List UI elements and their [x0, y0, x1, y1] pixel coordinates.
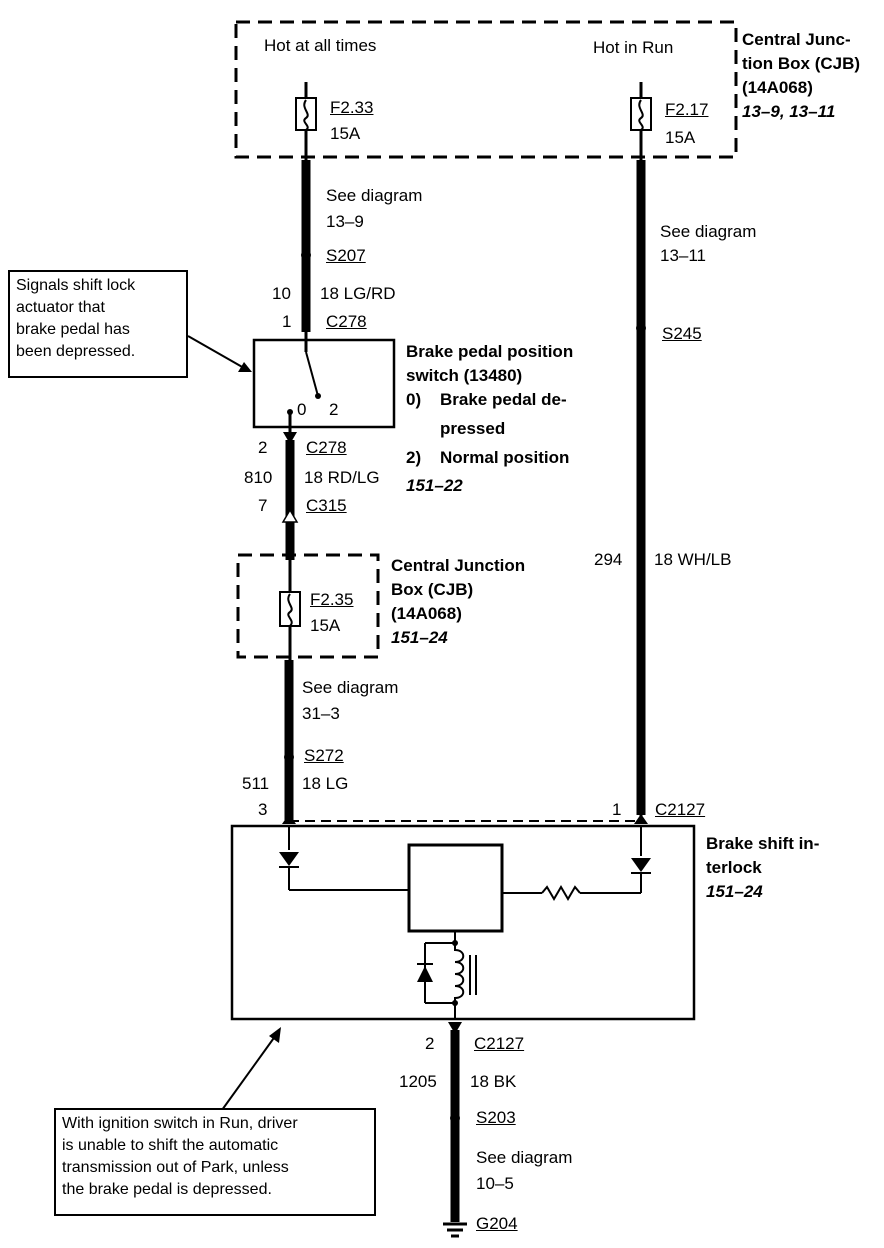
fuse-f2-33-rating: 15A — [330, 124, 361, 143]
fuse-f2-33 — [295, 82, 317, 131]
note-shift-lock: Signals shift lock actuator that brake p… — [8, 270, 188, 378]
module-title-1: Brake shift in- — [706, 834, 820, 853]
switch-ref: 151–22 — [406, 476, 463, 495]
c2127-top-label: C2127 — [655, 800, 706, 819]
fuse-f2-17-rating: 15A — [665, 128, 696, 147]
wire-18-lg-rd-label: 18 LG/RD — [320, 284, 396, 303]
module-internals — [279, 826, 651, 1019]
c2127-bottom-label: C2127 — [474, 1034, 525, 1053]
hot-in-run-label: Hot in Run — [593, 38, 674, 57]
c278-in-label: C278 — [326, 312, 367, 331]
circuit-10-label: 10 — [272, 284, 291, 303]
wire-18-bk-label: 18 BK — [470, 1072, 517, 1091]
cjb-mid-box — [236, 553, 380, 659]
module-ref: 151–24 — [706, 882, 763, 901]
see-diagram-10-5-line2: 10–5 — [476, 1174, 514, 1193]
switch-pos0-num: 0) — [406, 390, 422, 409]
see-diagram-13-11-line2: 13–11 — [660, 246, 707, 265]
c278-out-label: C278 — [306, 438, 347, 457]
fuse-f2-17 — [630, 82, 652, 131]
note-ignition-line3: transmission out of Park, unless — [62, 1159, 289, 1176]
fuse-f2-17-id: F2.17 — [665, 100, 709, 119]
cjb-top-box — [234, 20, 738, 159]
switch-pos2-line1: Normal position — [440, 448, 570, 467]
c2127-pin2-label: 2 — [425, 1034, 435, 1053]
note-ignition-line1: With ignition switch in Run, driver — [62, 1115, 298, 1132]
switch-contact-2: 2 — [329, 400, 339, 419]
wire-18-rd-lg-label: 18 RD/LG — [304, 468, 380, 487]
see-diagram-31-3-line1: See diagram — [302, 678, 399, 697]
wire-18-lg-label: 18 LG — [302, 774, 349, 793]
circuit-810-label: 810 — [244, 468, 273, 487]
cjb-mid-title-2: Box (CJB) — [391, 580, 474, 599]
circuit-294-label: 294 — [594, 550, 623, 569]
note-shift-lock-line3: brake pedal has — [16, 321, 130, 338]
see-diagram-10-5-line1: See diagram — [476, 1148, 573, 1167]
note-ignition-line2: is unable to shift the automatic — [62, 1137, 279, 1154]
note-shift-lock-line1: Signals shift lock — [16, 277, 136, 294]
note-ignition: With ignition switch in Run, driver is u… — [54, 1108, 376, 1216]
c2127-pin1-label: 1 — [612, 800, 622, 819]
connector-c2127-pin3-arrow — [282, 814, 296, 824]
fuse-f2-33-id: F2.33 — [330, 98, 374, 117]
cjb-mid-title-1: Central Junction — [391, 556, 526, 575]
switch-title-1: Brake pedal position — [406, 342, 574, 361]
c278-pin1-label: 1 — [282, 312, 292, 331]
cjb-top-title-3: (14A068) — [742, 78, 813, 97]
splice-s272-label: S272 — [304, 746, 344, 765]
cjb-top-refs: 13–9, 13–11 — [742, 102, 836, 121]
switch-contact-0: 0 — [297, 400, 307, 419]
fuse-f2-35-id: F2.35 — [310, 590, 354, 609]
see-diagram-13-9-line2: 13–9 — [326, 212, 364, 231]
c2127-pin3-label: 3 — [258, 800, 268, 819]
circuit-1205-label: 1205 — [399, 1072, 437, 1091]
connector-c2127-pin2-arrow — [448, 1022, 462, 1034]
splice-s203-label: S203 — [476, 1108, 516, 1127]
see-diagram-13-11-line1: See diagram — [660, 222, 757, 241]
module-title-2: terlock — [706, 858, 762, 877]
note-shift-lock-line2: actuator that — [16, 299, 105, 316]
switch-title-2: switch (13480) — [406, 366, 523, 385]
splice-s207-dot — [301, 250, 311, 260]
splice-s272-dot — [284, 752, 294, 762]
switch-box — [252, 338, 396, 429]
wire-18-wh-lb-label: 18 WH/LB — [654, 550, 732, 569]
fuse-f2-35-rating: 15A — [310, 616, 341, 635]
ground-symbol — [443, 1222, 467, 1238]
note-shift-lock-arrow — [187, 335, 252, 372]
splice-s207-label: S207 — [326, 246, 366, 265]
cjb-mid-ref: 151–24 — [391, 628, 448, 647]
cjb-top-title-1: Central Junc- — [742, 30, 851, 49]
see-diagram-31-3-line2: 31–3 — [302, 704, 340, 723]
splice-s245-dot — [636, 323, 646, 333]
note-ignition-line4: the brake pedal is depressed. — [62, 1181, 272, 1198]
see-diagram-13-9-line1: See diagram — [326, 186, 423, 205]
ground-g204-label: G204 — [476, 1214, 518, 1233]
switch-pos2-num: 2) — [406, 448, 422, 467]
c315-pin7-label: 7 — [258, 496, 268, 515]
circuit-511-label: 511 — [242, 774, 270, 793]
connector-c315 — [281, 508, 299, 523]
splice-s245-label: S245 — [662, 324, 702, 343]
note-ignition-arrow — [221, 1027, 281, 1111]
c315-label: C315 — [306, 496, 347, 515]
hot-at-all-times-label: Hot at all times — [264, 36, 377, 55]
switch-pos0-line2: pressed — [440, 419, 506, 438]
c278-pin2-label: 2 — [258, 438, 268, 457]
switch-pos0-line1: Brake pedal de- — [440, 390, 567, 409]
cjb-mid-title-3: (14A068) — [391, 604, 462, 623]
note-shift-lock-line4: been depressed. — [16, 343, 136, 360]
connector-c2127-pin1-arrow — [634, 814, 648, 824]
connector-c278-out — [283, 432, 297, 444]
cjb-top-title-2: tion Box (CJB) — [742, 54, 861, 73]
fuse-f2-35 — [279, 560, 301, 660]
splice-s203-dot — [450, 1113, 460, 1123]
